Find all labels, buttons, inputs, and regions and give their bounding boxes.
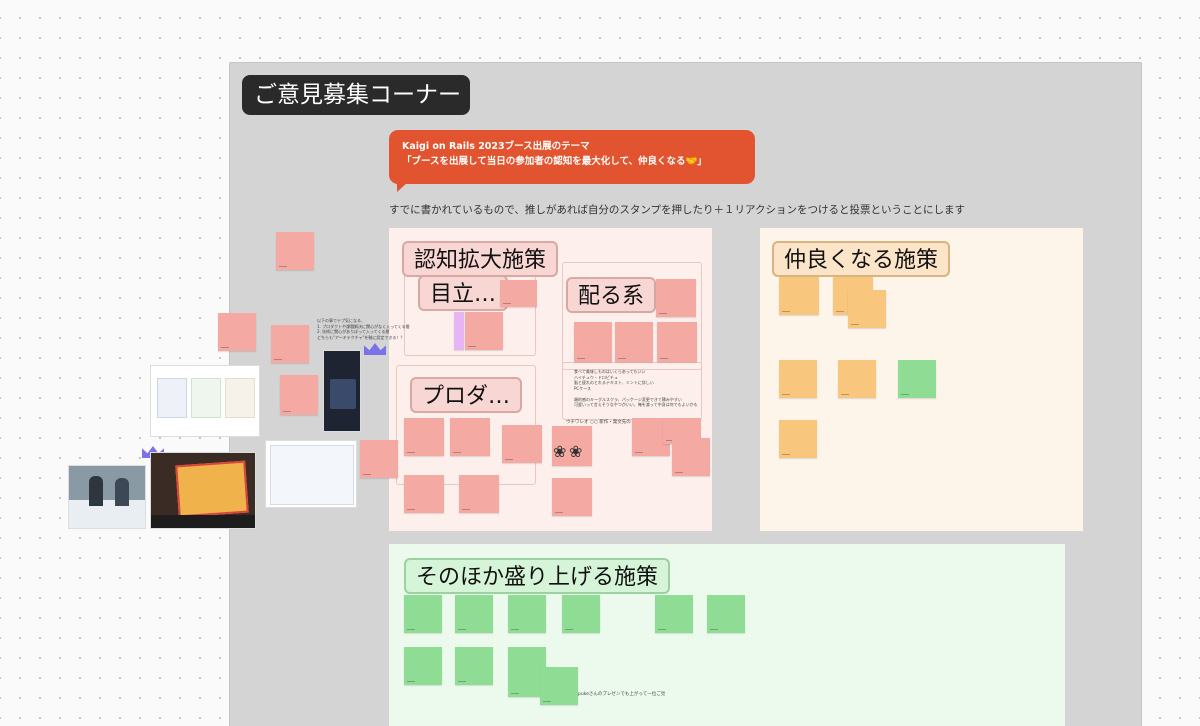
diagram-image[interactable] (323, 350, 361, 432)
sticky-note[interactable] (779, 360, 817, 398)
note-people-text: 以下の事でテプ気になる、 1. プロダクトや課題解決に関心がなく入ってくる層 2… (317, 318, 410, 340)
theme-line-2: 「ブースを出展して当日の参加者の認知を最大化して、仲良くなる🤝」 (402, 156, 707, 167)
sticky-note[interactable] (779, 420, 817, 458)
theme-line-1: Kaigi on Rails 2023ブース出展のテーマ (402, 141, 590, 152)
sticky-note[interactable] (848, 290, 886, 328)
architecture-image[interactable] (150, 365, 260, 437)
section-title-awareness: 認知拡大施策 (402, 241, 559, 277)
note-towel-text: ウチワレオ ○○ 新作・発文先の (566, 420, 631, 425)
sticky-note[interactable] (500, 280, 537, 307)
sticky-note[interactable] (360, 440, 398, 478)
theme-bubble[interactable]: Kaigi on Rails 2023ブース出展のテーマ 「ブースを出展して当日… (389, 130, 755, 192)
subgroup-distribute (562, 262, 702, 370)
flower-stamp-icon: ❀ (553, 442, 567, 461)
sticky-note[interactable] (574, 322, 612, 362)
poster-photo[interactable] (150, 452, 256, 529)
sticky-note[interactable] (280, 375, 318, 415)
flower-stamp-icon: ❀ (569, 442, 583, 461)
sticky-note[interactable] (404, 418, 444, 456)
sticky-note[interactable] (562, 595, 600, 633)
sticky-note[interactable] (552, 478, 592, 516)
sticky-note[interactable] (656, 279, 696, 317)
section-title-other: そのほか盛り上げる施策 (404, 558, 671, 594)
sticky-note[interactable] (502, 425, 542, 463)
sticky-note[interactable] (540, 667, 578, 705)
instruction-text: すでに書かれているもので、推しがあれば自分のスタンプを押したり＋１リアクションを… (389, 204, 966, 216)
booth-photo[interactable] (68, 465, 146, 529)
sticky-note[interactable] (404, 647, 442, 685)
section-title-product: プロダ… (410, 377, 523, 413)
note-eat-text: 食べて美味しものはいくらあってもいい ハイチュウ・ドロピチュ 脳と疲れのとれるテ… (574, 369, 698, 407)
sticky-note[interactable] (404, 475, 444, 513)
section-title-distribute: 配る系 (566, 277, 657, 313)
sticky-note[interactable] (657, 322, 697, 362)
sticky-note[interactable] (465, 312, 503, 350)
flow-image[interactable] (265, 440, 357, 508)
sticky-note[interactable] (450, 418, 490, 456)
sticky-note[interactable] (615, 322, 653, 362)
board-title: ご意見募集コーナー (242, 75, 470, 115)
sticky-note[interactable] (218, 313, 256, 351)
sticky-note[interactable] (779, 277, 819, 315)
sticky-note[interactable] (454, 312, 464, 350)
sticky-note[interactable] (271, 325, 309, 363)
note-other-text: pukeさんのプレゼンでも上がって一位ご見 (578, 692, 666, 697)
sticky-note[interactable] (672, 438, 710, 476)
sticky-note[interactable] (455, 647, 493, 685)
sticky-note[interactable] (276, 232, 314, 270)
sticky-note[interactable] (838, 360, 876, 398)
sticky-note[interactable] (508, 647, 546, 697)
sticky-note[interactable] (655, 595, 693, 633)
sticky-note[interactable] (404, 595, 442, 633)
bubble-tail (397, 183, 407, 192)
sticky-note[interactable] (508, 595, 546, 633)
section-title-friendly: 仲良くなる施策 (772, 241, 951, 277)
sticky-note[interactable] (455, 595, 493, 633)
sticky-note[interactable] (898, 360, 936, 398)
sticky-note[interactable]: ❀ ❀ (552, 426, 592, 466)
section-title-stand-out: 目立… (418, 275, 509, 311)
sticky-note[interactable] (707, 595, 745, 633)
sticky-note[interactable] (459, 475, 499, 513)
